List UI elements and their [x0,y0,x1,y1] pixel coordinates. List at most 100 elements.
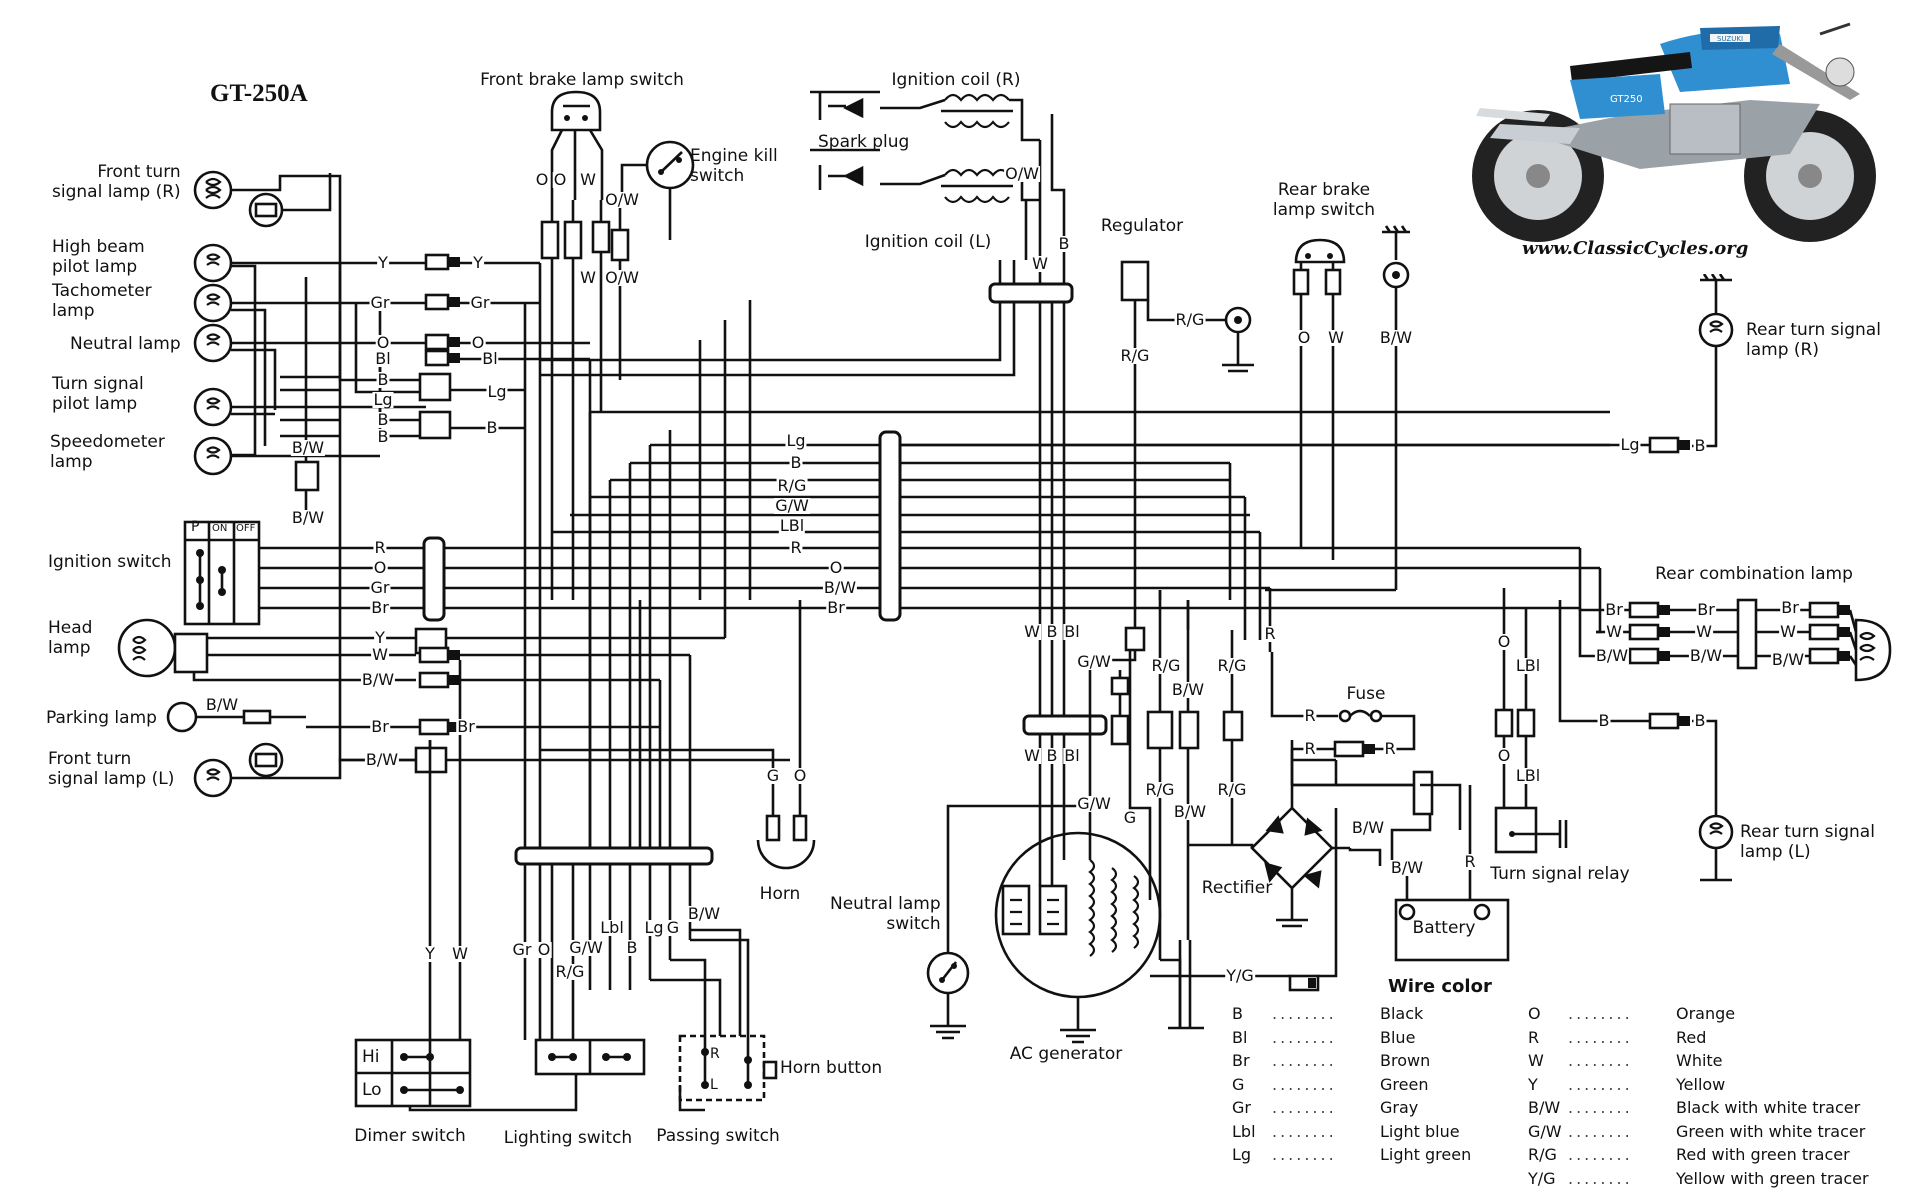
legend-row: R/G........Red with green tracer [1528,1146,1850,1164]
neutral-lamp-label: Neutral lamp [70,334,181,354]
wire-label: G [1122,808,1138,827]
legend-name: Green with white tracer [1676,1121,1866,1141]
legend-code: Y/G [1528,1168,1556,1188]
wire-label: R [1383,739,1397,758]
wire-label: O [375,333,391,352]
wire-label: B/W [1770,650,1806,669]
legend-row: Lg........Light green [1232,1146,1471,1164]
legend-code: G/W [1528,1121,1562,1141]
ignition-coil-r-label: Ignition coil (R) [891,70,1021,90]
website-credit: www.ClassicCycles.org [1522,238,1749,259]
wire-label: G/W [568,938,604,957]
legend-code: B/W [1528,1098,1561,1117]
wire-label: R [373,538,387,557]
wire-label: G [665,918,681,937]
rear-combination-lamp-body [1736,598,1892,682]
model-title: GT-250A [210,80,308,107]
svg-text:SUZUKI: SUZUKI [1717,35,1743,43]
wire-label: O [372,558,388,577]
wire-label: W [1023,746,1041,765]
neutral-lamp-switch-label: Neutral lamp switch [830,894,941,934]
high-beam-pilot-label: High beam pilot lamp [52,237,145,277]
wire-label: Bl [481,349,499,368]
wire-label: Bl [1063,746,1081,765]
wire-label: Lg [1619,435,1641,454]
wire-label: W [1605,622,1623,641]
wire-label: B/W [1389,858,1425,877]
ground-symbol [1222,363,1254,373]
legend-code: Gr [1232,1098,1251,1117]
wire-label: Gr [369,293,391,312]
ignition-switch-label: Ignition switch [48,552,172,572]
wire-label: O [792,766,808,785]
legend-row: G........Green [1232,1075,1428,1094]
pilot-lamps [193,243,233,476]
ac-generator-body [994,831,1162,999]
battery-body [1394,898,1510,962]
legend-code: Bl [1232,1027,1248,1047]
tachometer-lamp-label: Tachometer lamp [52,281,152,321]
regulator-label: Regulator [1100,216,1184,236]
legend-name: Orange [1676,1004,1736,1023]
legend-leader: ........ [1272,1027,1337,1047]
lighting-switch-label: Lighting switch [503,1128,633,1148]
coil-harness-clamp [988,282,1074,304]
legend-code: B [1232,1004,1243,1023]
legend-code: Y [1528,1074,1538,1094]
spark-plug-label: Spark plug [818,132,910,152]
wire-label: R [789,538,803,557]
wire-label: O/W [604,268,640,287]
wire-label: Lg [643,918,665,937]
engine-kill-switch-label: Engine kill switch [690,146,778,186]
wire-label: B/W [290,438,326,457]
legend-name: Brown [1380,1051,1431,1070]
front-turn-signal-r-lamp [193,170,284,228]
wire-label: B/W [1688,646,1724,665]
legend-row: B/W........Black with white tracer [1528,1099,1860,1117]
wire-label: R [1463,852,1477,871]
wire-label: Br [1696,600,1716,619]
wire-label: Bl [1063,622,1081,641]
wire-label: R/G [1216,780,1248,799]
wire-label: Y [374,628,386,647]
wire-label: R [1263,624,1277,643]
front-turn-signal-r-label: Front turn signal lamp (R) [52,162,181,202]
ac-generator-label: AC generator [1009,1044,1123,1064]
wire-label: B [485,418,499,437]
legend-code: R [1528,1027,1540,1047]
rectifier-connectors [1146,710,1244,750]
legend-name: Light blue [1380,1121,1460,1141]
wire-label: G [765,766,781,785]
wire-label: O [1496,632,1512,651]
wire-label: W [1023,622,1041,641]
headlamp-body [117,618,209,678]
rear-turn-signal-l-label: Rear turn signal lamp (L) [1740,822,1875,862]
legend-name: White [1676,1051,1723,1070]
rectifier-bridge [1250,806,1334,890]
wire-label: O [470,333,486,352]
wire-label: B [1057,234,1071,253]
wire-label: O/W [1004,164,1040,183]
neutral-lamp-switch-body [926,951,970,995]
fuse-label: Fuse [1346,684,1386,704]
wire-label: B/W [1170,680,1206,699]
wire-label: Br [1780,598,1800,617]
wire-label: Br [1604,600,1624,619]
legend-row: Br........Brown [1232,1052,1430,1070]
rear-brake-switch-r [1382,225,1410,289]
passing-r: R [710,1046,720,1062]
wire-label: O [534,170,550,189]
rectifier-label: Rectifier [1201,878,1273,898]
wire-label: R/G [1119,346,1151,365]
wire-label: Gr [511,940,533,959]
wire-label: Gr [469,293,491,312]
legend-name: Black [1380,1004,1424,1023]
legend-name: Red with green tracer [1676,1145,1850,1164]
wire-label: B [789,453,803,472]
wire-label: B/W [1350,818,1386,837]
wire-label: B/W [1172,802,1208,821]
wire-label: R/G [554,962,586,981]
main-harness-clamp [878,430,902,622]
